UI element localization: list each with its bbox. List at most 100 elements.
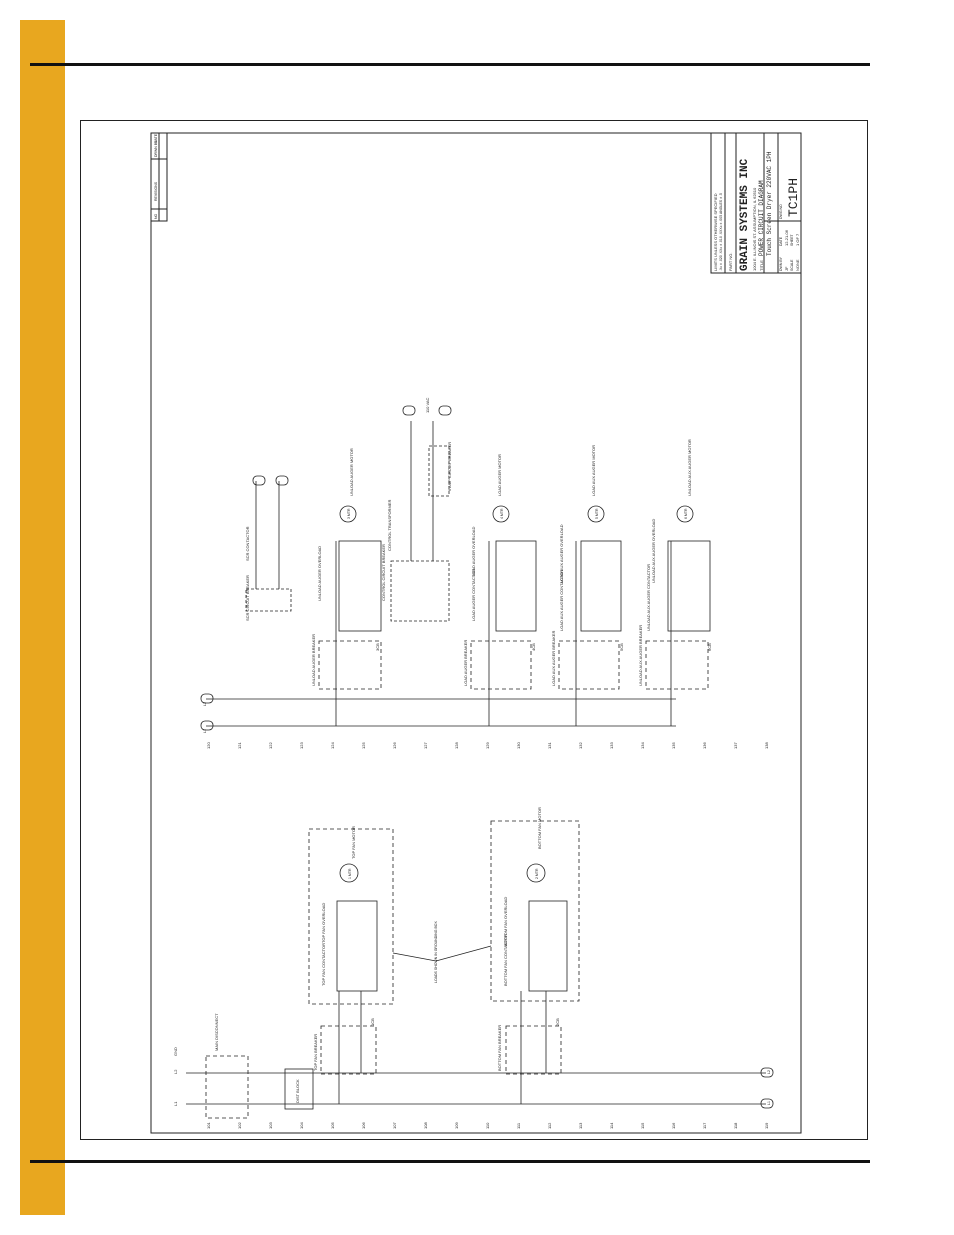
mtr6-label: 6 MTR [684,508,688,519]
rung-number: 111 [516,1122,521,1129]
title-line-2: Touch Screen Dryer 220VAC 1PH [766,151,773,256]
rung-number: 134 [640,742,645,749]
rung-number: 106 [361,1122,366,1129]
right-ref-l2: L2 [203,702,207,706]
sheet-label: SHEET [790,233,794,246]
inner-border [150,132,802,1134]
right-circuit [200,405,711,731]
mtr5-label: 5 MTR [595,508,599,519]
rung-number: 133 [609,742,614,749]
rung-number: 101 [206,1122,211,1129]
cb2-label: 2CB [555,1018,560,1026]
rung-number: 138 [764,742,769,749]
rung-number: 103 [268,1122,273,1129]
rung-number: 120 [206,742,211,749]
unload-aux-breaker-label: UNLOAD AUX AUGER BREAKER [638,625,643,686]
rung-number: 137 [733,742,738,749]
rung-number: 126 [392,742,397,749]
scr-contactor-label: SCR CONTACTOR [245,526,250,561]
rung-number: 124 [330,742,335,749]
date-label: DATE [779,236,783,246]
rung-number: 104 [299,1122,304,1129]
drawn-by-label: DWN BY [779,256,783,271]
rung-number: 116 [671,1122,676,1129]
rung-number: 102 [237,1122,242,1129]
rung-number: 112 [547,1122,552,1129]
footer-rule [30,1160,870,1163]
rung-number: 131 [547,742,552,749]
cb5-label: 5CB [619,643,624,651]
left-circuit [186,820,774,1119]
loads-note: LOADS SHOWN IN GROUNDING BOX [434,920,438,983]
drawing-frame: LIMITS UNLESS OTHERWISE SPECIFIED .Xx ± … [80,120,868,1140]
unload-auger-overload-label: UNLOAD AUGER OVERLOAD [317,546,322,601]
drawn-by-value: JF [784,266,789,271]
bottom-fan-breaker-label: BOTTOM FAN BREAKER [497,1025,502,1071]
rung-number: 127 [423,742,428,749]
load-aux-motor-label: LOAD AUX AUGER MOTOR [591,445,596,496]
load-auger-motor-label: LOAD AUGER MOTOR [497,454,502,496]
cb1-label: 1CB [370,1018,375,1026]
schematic-drawing: LIMITS UNLESS OTHERWISE SPECIFIED .Xx ± … [150,132,802,1134]
company-name: GRAIN SYSTEMS INC [739,158,751,271]
rung-number: 122 [268,742,273,749]
rung-number: 107 [392,1122,397,1129]
load-auger-contactor-label: LOAD AUGER CONTACTOR [471,569,476,621]
rung-number: 110 [485,1122,490,1129]
mtr3-label: 3 MTR [347,508,351,519]
amp6-label: 6 AMP CIRCUIT BREAKER [447,442,452,491]
header-rule [30,63,870,66]
rung-number: 132 [578,742,583,749]
tolerance-note: .Xx ± .020 .XXx ± .010 .XXXx ± .005 ANGL… [719,193,723,271]
limits-note: LIMITS UNLESS OTHERWISE SPECIFIED [713,193,718,271]
mtr1-label: 1 MTR [348,868,352,879]
cb6-label: 6CB [707,643,712,651]
load-aux-contactor-label: LOAD AUX AUGER CONTACTOR [559,570,564,631]
load-aux-overload-label: LOAD AUX AUGER OVERLOAD [559,524,564,583]
revision-block: NO REVISIONS DRWN BY DATE [150,132,168,222]
rung-number: 109 [454,1122,459,1129]
left-ref-l2: L2 [767,1070,771,1074]
rev-date-label: DATE [154,133,158,143]
rung-number: 121 [237,742,242,749]
unload-auger-motor-label: UNLOAD AUGER MOTOR [349,448,354,496]
right-ref-l1: L1 [203,729,207,733]
load-auger-overload-label: LOAD AUGER OVERLOAD [471,527,476,576]
bottom-fan-contactor-label: BOTTOM FAN CONTACTOR [503,934,508,986]
unload-aux-overload-label: UNLOAD AUX AUGER OVERLOAD [651,519,656,583]
cb4-label: 4CB [531,643,536,651]
l1-label: L1 [173,1101,178,1106]
bottom-fan-overload-label: BOTTOM FAN OVERLOAD [503,897,508,946]
load-auger-breaker-label: LOAD AUGER BREAKER [463,640,468,686]
part-no-label: PART NO. [728,253,733,271]
top-fan-overload-label: TOP FAN OVERLOAD [321,903,326,943]
dwg-no-label: DWG NO [779,204,783,219]
date-value: 12-21-06 [784,229,789,246]
l2-label: L2 [173,1069,178,1074]
sheet-value: 1 OF 7 [795,233,800,246]
rung-number: 119 [764,1122,769,1129]
unload-auger-breaker-label: UNLOAD AUGER BREAKER [311,634,316,686]
main-disconnect-label: MAIN DISCONNECT [214,1013,219,1051]
scr-breaker-label: SCR CIRCUIT BREAKER [245,575,250,621]
rung-number: 135 [671,742,676,749]
rung-number: 130 [516,742,521,749]
top-fan-motor-label: TOP FAN MOTOR [351,826,356,859]
rung-number: 113 [578,1122,583,1129]
dwg-no-value: TC1PH [786,178,801,217]
rung-number: 123 [299,742,304,749]
bottom-fan-motor-label: BOTTOM FAN MOTOR [537,807,542,849]
side-color-band [20,20,65,1215]
unload-aux-motor-label: UNLOAD AUX AUGER MOTOR [687,439,692,496]
scale-value: NONE [795,259,800,271]
rung-number: 129 [485,742,490,749]
rung-number: 115 [640,1122,645,1129]
gnd-label: GND [173,1047,178,1056]
rung-number: 118 [733,1122,738,1129]
rev-no-label: NO [154,213,158,219]
rung-number: 125 [361,742,366,749]
mtr2-label: 2 MTR [535,868,539,879]
rung-number: 105 [330,1122,335,1129]
rev-revisions-label: REVISIONS [154,181,158,201]
